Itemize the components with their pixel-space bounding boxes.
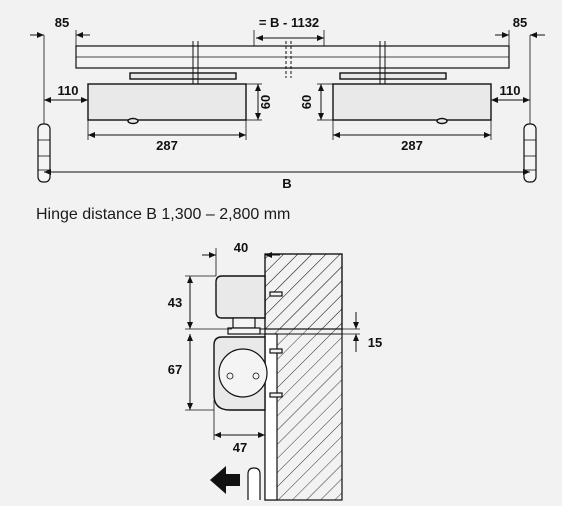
arrow-left-icon [210, 466, 240, 494]
left-arm [129, 72, 237, 80]
dim-right-edge: 110 [500, 83, 521, 98]
rail-block [215, 275, 266, 319]
right-arm [339, 72, 447, 80]
right-hinge [523, 123, 537, 183]
hinge-distance-caption: Hinge distance B 1,300 – 2,800 mm [36, 206, 291, 223]
spindle-cover [218, 348, 268, 398]
dim-middle: = B - 1132 [259, 15, 319, 30]
dim-width-top: 40 [234, 240, 248, 255]
dim-height-upper: 43 [168, 295, 182, 310]
dim-left-offset: 85 [55, 15, 69, 30]
dim-right-length: 287 [401, 138, 423, 153]
dim-right-offset: 85 [513, 15, 527, 30]
dim-left-height: 60 [258, 95, 273, 109]
dim-left-length: 287 [156, 138, 178, 153]
left-closer-body [87, 83, 247, 121]
dim-height-lower: 67 [168, 362, 182, 377]
dim-width-bottom: 47 [233, 440, 247, 455]
door-leaf [264, 333, 278, 501]
side-view: 40 43 67 47 15 [168, 240, 382, 501]
dim-offset: 15 [368, 335, 382, 350]
dim-left-edge: 110 [58, 83, 79, 98]
top-view: 85 85 = B - 1132 110 110 60 60 287 2 [30, 15, 545, 191]
slide-rail [75, 41, 510, 78]
dim-total: B [282, 176, 291, 191]
dim-right-height: 60 [299, 95, 314, 109]
door-handle [247, 467, 261, 500]
left-hinge [37, 123, 51, 183]
right-closer-body [332, 83, 492, 121]
